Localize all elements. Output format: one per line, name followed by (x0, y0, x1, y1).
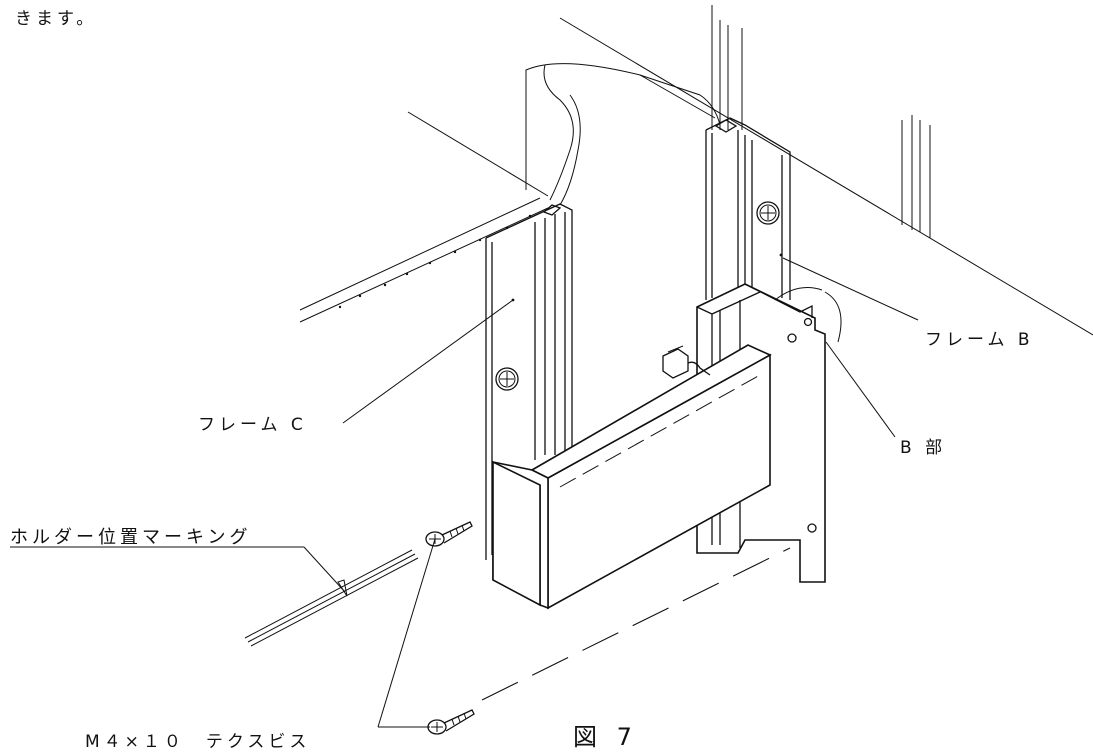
figure-number: 図 7 (573, 723, 638, 751)
holder-position-marking (244, 549, 419, 647)
bracket-hole-bottom (807, 523, 817, 533)
label-holder-marking: ホルダー位置マーキング (10, 527, 251, 548)
holder-block (492, 344, 772, 610)
bolt-nut (662, 345, 711, 379)
flex-sheet (525, 63, 721, 206)
b-part-arc (774, 287, 842, 343)
label-frame-b: フレーム B (925, 330, 1034, 350)
leader-lines (10, 257, 919, 728)
label-screw: M４×１０ テクスビス (85, 732, 310, 752)
bracket-hole-top (787, 333, 797, 343)
frame-c (485, 203, 573, 560)
frame-c-screw-icon (495, 367, 519, 391)
frame-b (705, 117, 791, 300)
tex-screw-upper (425, 521, 473, 547)
caption-top: きます。 (15, 9, 97, 29)
tex-screw-lower (427, 709, 475, 735)
label-frame-c: フレーム C (198, 415, 307, 435)
lower-screw-path (481, 547, 791, 701)
label-b-part: B 部 (900, 438, 946, 458)
frame-b-screw-icon (756, 201, 780, 225)
cabinet-outline (299, 5, 1093, 336)
